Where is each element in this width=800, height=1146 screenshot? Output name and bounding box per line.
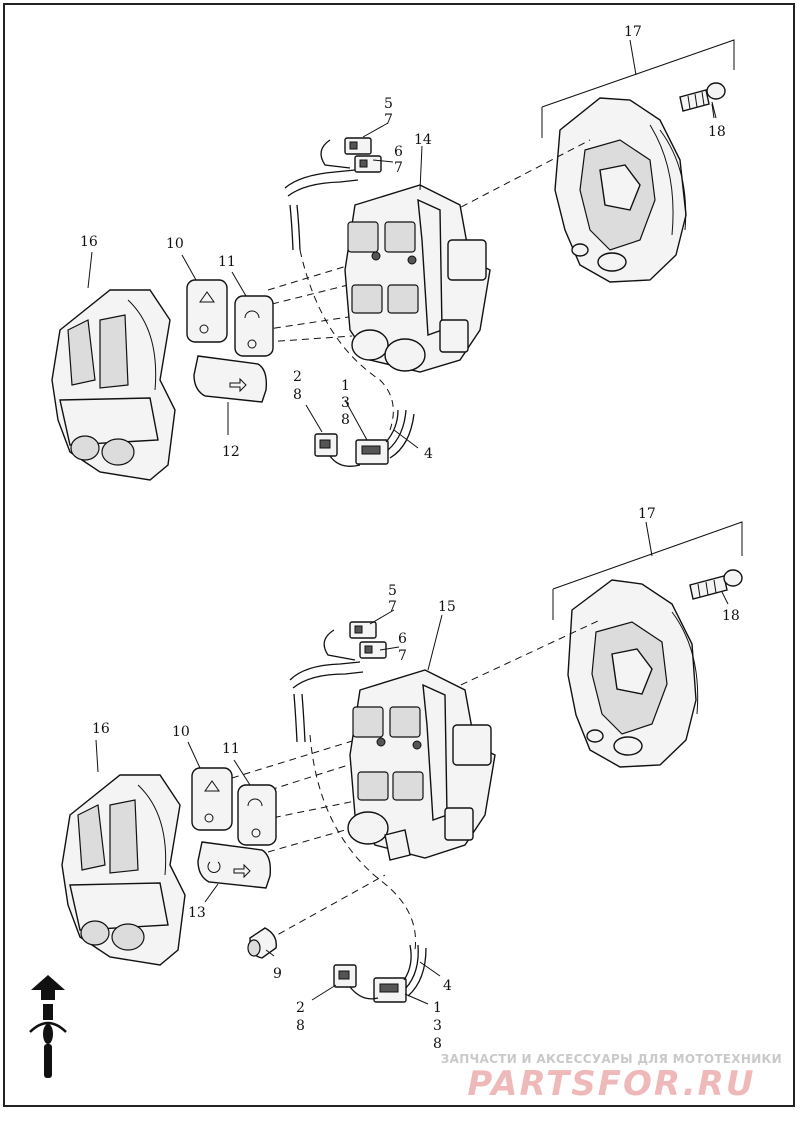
- callout-2: 2: [293, 369, 302, 385]
- lower-screw-18: [689, 569, 743, 600]
- callout-8-lower: 8: [296, 1018, 305, 1034]
- callout-8: 8: [293, 387, 302, 403]
- upper-turn-signal-button-12: [193, 355, 268, 403]
- watermark-tagline: ЗАПЧАСТИ И АКСЕССУАРЫ ДЛЯ МОТОТЕХНИКИ: [440, 1052, 782, 1066]
- upper-assembly: [51, 39, 735, 481]
- upper-hazard-button-10: [186, 279, 228, 343]
- callout-5: 5: [384, 96, 393, 112]
- watermark: ЗАПЧАСТИ И АКСЕССУАРЫ ДЛЯ МОТОТЕХНИКИ PA…: [441, 1052, 782, 1104]
- lower-rear-housing: [567, 579, 699, 768]
- callout-16-lower: 16: [92, 721, 110, 737]
- callout-1: 1: [341, 378, 350, 394]
- lower-cap-9: [247, 927, 277, 959]
- callout-3: 3: [341, 395, 350, 411]
- callout-7-lower: 7: [388, 599, 397, 615]
- upper-button-11: [234, 295, 274, 357]
- callout-10-lower: 10: [172, 724, 190, 740]
- lower-connector-5-6: [289, 621, 387, 743]
- callout-6-lower: 6: [398, 631, 407, 647]
- callout-15-lower: 15: [438, 599, 456, 615]
- callout-14: 14: [414, 132, 432, 148]
- upper-left-cover-16: [51, 289, 176, 481]
- upper-connector-1-2: [314, 409, 415, 467]
- callout-7b-lower: 7: [398, 648, 407, 664]
- watermark-logo: PARTSFOR.RU: [467, 1064, 756, 1104]
- lower-assembly: [61, 521, 743, 1005]
- callout-9-lower: 9: [273, 966, 282, 982]
- upper-switch-housing-14: [344, 184, 491, 373]
- lower-callouts: 17 18 5 7 6 7 15 16 10 11 13 9 4 2 8 1 3…: [92, 506, 740, 1052]
- diagram-frame: [3, 3, 795, 1107]
- lower-bracket-17: [552, 521, 743, 620]
- upper-bracket-17: [541, 39, 735, 138]
- callout-13-lower: 13: [188, 905, 206, 921]
- callout-8b-lower: 8: [433, 1036, 442, 1052]
- callout-17-lower: 17: [638, 506, 656, 522]
- lower-hazard-button-10: [191, 767, 233, 831]
- callout-11: 11: [218, 254, 236, 270]
- callout-4-lower: 4: [443, 978, 452, 994]
- upper-rear-housing: [554, 97, 687, 283]
- lower-connector-1-2: [333, 944, 427, 1003]
- callout-7b: 7: [394, 160, 403, 176]
- upper-callouts: 17 18 5 7 6 7 14 16 10 11 12 2 8 1 3 8 4: [80, 24, 726, 462]
- callout-5-lower: 5: [388, 583, 397, 599]
- callout-17: 17: [624, 24, 642, 40]
- callout-12: 12: [222, 444, 240, 460]
- lower-left-cover-16: [61, 774, 186, 966]
- callout-7: 7: [384, 112, 393, 128]
- callout-16: 16: [80, 234, 98, 250]
- callout-8b: 8: [341, 412, 350, 428]
- callout-10: 10: [166, 236, 184, 252]
- callout-18: 18: [708, 124, 726, 140]
- upper-screw-18: [679, 82, 726, 119]
- callout-3-lower: 3: [433, 1018, 442, 1034]
- upper-connector-5-6: [284, 137, 382, 251]
- callout-11-lower: 11: [222, 741, 240, 757]
- lower-switch-housing-15: [347, 669, 496, 861]
- callout-2-lower: 2: [296, 1000, 305, 1016]
- callout-4: 4: [424, 446, 433, 462]
- callout-18-lower: 18: [722, 608, 740, 624]
- callout-6: 6: [394, 144, 403, 160]
- motorcycle-forward-arrow-icon: [29, 975, 67, 1078]
- callout-1-lower: 1: [433, 1000, 442, 1016]
- lower-button-11: [237, 784, 277, 846]
- lower-turn-signal-button-13: [197, 841, 272, 889]
